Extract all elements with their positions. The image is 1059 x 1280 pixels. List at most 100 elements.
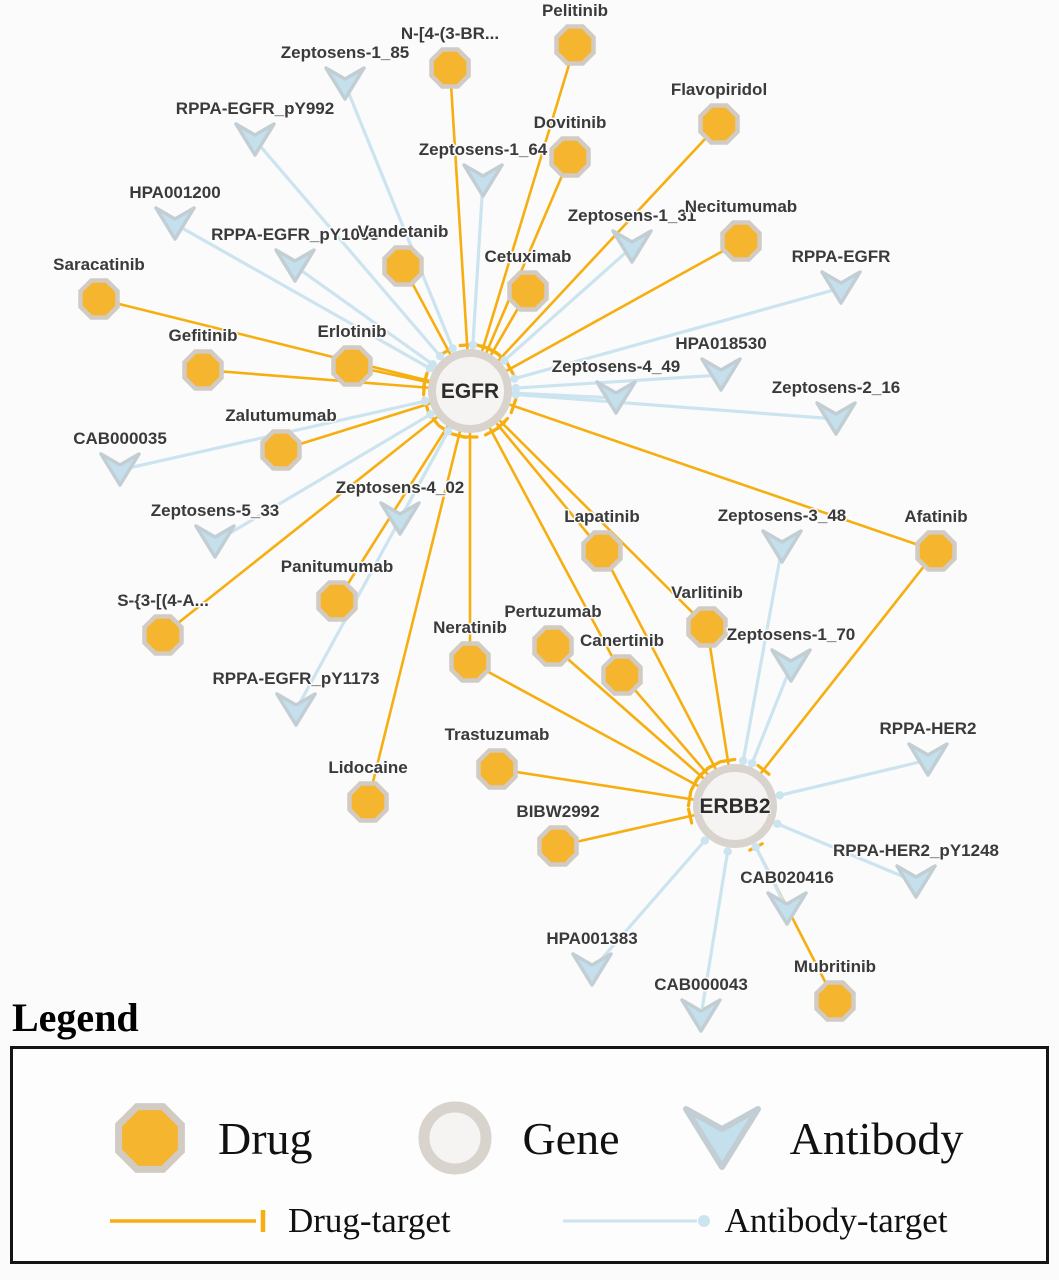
edge-tee-marker	[698, 764, 712, 778]
drug-node-necitumumab[interactable]	[720, 220, 762, 262]
node-label-zep4_02: Zeptosens-4_02	[336, 478, 465, 497]
legend-item-drug-target: Drug-target	[108, 1201, 451, 1241]
node-label-cetuximab: Cetuximab	[485, 247, 572, 266]
drug-node-lapatinib[interactable]	[581, 530, 623, 572]
node-label-rppa_egfr: RPPA-EGFR	[792, 247, 891, 266]
drug-node-vandetanib[interactable]	[382, 245, 424, 287]
node-label-zep3_48: Zeptosens-3_48	[718, 506, 847, 525]
node-label-zep1_70: Zeptosens-1_70	[727, 625, 856, 644]
legend-edge-row: Drug-target Antibody-target	[13, 1201, 1046, 1241]
drug-node-erlotinib[interactable]	[331, 345, 373, 387]
edge-drug-target-saracatinib-egfr	[98, 297, 471, 393]
edge-antibody-target-rppa_egfr-egfr	[469, 288, 834, 393]
antibody-node-rppa_her2_py1248[interactable]	[895, 864, 937, 899]
edge-drug-target-afatinib-erbb2	[733, 550, 938, 807]
node-label-dovitinib: Dovitinib	[534, 113, 607, 132]
drug-node-varlitinib[interactable]	[686, 606, 728, 648]
edge-dot-marker	[747, 759, 757, 768]
gene-icon	[418, 1101, 492, 1175]
node-label-hpa001383: HPA001383	[546, 929, 637, 948]
edge-tee-marker	[421, 373, 429, 390]
edge-antibody-target-zep2_16-egfr	[469, 389, 829, 420]
edge-tee-marker	[686, 790, 693, 808]
drug-node-canertinib[interactable]	[601, 654, 643, 696]
antibody-node-cab020416[interactable]	[766, 891, 808, 926]
edge-dot-marker	[426, 410, 435, 419]
antibody-node-zep1_31[interactable]	[611, 229, 653, 264]
drug-node-pelitinib[interactable]	[554, 24, 596, 66]
antibody-target-dot	[697, 1215, 710, 1227]
drug-node-flavopiridol[interactable]	[698, 103, 740, 145]
antibody-node-cab000035[interactable]	[99, 452, 141, 487]
drug-node-panitumumab[interactable]	[316, 580, 358, 622]
antibody-node-zep4_02[interactable]	[379, 501, 421, 536]
drug-node-pertuzumab[interactable]	[532, 625, 574, 667]
antibody-node-hpa018530[interactable]	[700, 357, 742, 392]
node-label-zep1_85: Zeptosens-1_85	[281, 43, 410, 62]
edge-dot-marker	[443, 427, 453, 436]
drug-icon	[115, 1103, 185, 1173]
edge-antibody-target-cab000035-egfr	[127, 389, 471, 470]
antibody-node-zep1_64[interactable]	[462, 163, 504, 198]
node-label-lapatinib: Lapatinib	[564, 507, 640, 526]
gene-node-egfr[interactable]	[428, 349, 512, 433]
antibody-node-zep1_70[interactable]	[770, 648, 812, 683]
drug-node-bibw2992[interactable]	[537, 825, 579, 867]
legend-label-gene: Gene	[522, 1112, 620, 1164]
legend-label-drug-target: Drug-target	[288, 1201, 451, 1240]
antibody-node-cab000043[interactable]	[680, 998, 722, 1033]
drug-node-afatinib[interactable]	[915, 530, 957, 572]
drug-node-cetuximab[interactable]	[507, 270, 549, 312]
drug-node-trastuzumab[interactable]	[476, 748, 518, 790]
legend-box: Drug Gene Antibody Dr	[10, 1046, 1049, 1264]
antibody-node-hpa001383[interactable]	[571, 952, 613, 987]
antibody-node-hpa001200[interactable]	[154, 206, 196, 241]
antibody-node-rppa_her2[interactable]	[907, 742, 949, 777]
antibody-target-line-icon	[562, 1215, 710, 1227]
node-label-bibw2992: BIBW2992	[516, 802, 599, 821]
antibody-node-rppa_egfr[interactable]	[820, 270, 862, 305]
drug-node-s34a[interactable]	[142, 614, 184, 656]
legend-label-drug: Drug	[218, 1112, 313, 1164]
node-label-cab000035: CAB000035	[73, 429, 167, 448]
gene-node-erbb2[interactable]	[693, 764, 777, 848]
antibody-node-rppa_egfr_py1173[interactable]	[275, 692, 317, 727]
edge-dot-marker	[468, 340, 478, 350]
antibody-node-rppa_egfr_py992[interactable]	[234, 122, 276, 157]
node-label-zep1_64: Zeptosens-1_64	[419, 140, 548, 159]
node-label-rppa_egfr_py1068: RPPA-EGFR_pY1068	[211, 225, 379, 244]
node-label-rppa_egfr_py992: RPPA-EGFR_pY992	[176, 99, 334, 118]
drug-node-gefitinib[interactable]	[182, 349, 224, 391]
edge-dot-marker	[500, 356, 509, 365]
legend-heading: Legend	[12, 995, 139, 1040]
antibody-node-zep3_48[interactable]	[761, 529, 803, 564]
edge-tee-marker	[505, 360, 516, 377]
node-label-trastuzumab: Trastuzumab	[445, 725, 550, 744]
edge-drug-target-s34a-egfr	[162, 389, 471, 637]
drug-node-neratinib[interactable]	[449, 641, 491, 683]
antibody-node-zep2_16[interactable]	[815, 401, 857, 436]
antibody-node-rppa_egfr_py1068[interactable]	[274, 248, 316, 283]
antibody-node-zep1_85[interactable]	[324, 66, 366, 101]
edge-dot-marker	[751, 842, 760, 852]
edge-tee-marker	[509, 397, 518, 415]
drug-node-dovitinib[interactable]	[549, 136, 591, 178]
antibody-icon	[682, 1106, 761, 1170]
drug-node-mubritinib[interactable]	[814, 980, 856, 1022]
edge-dot-marker	[510, 374, 519, 383]
node-label-varlitinib: Varlitinib	[671, 583, 743, 602]
drug-node-zalutumumab[interactable]	[260, 429, 302, 471]
drug-node-n43br[interactable]	[429, 47, 471, 89]
legend-label-antibody-target: Antibody-target	[724, 1201, 948, 1240]
node-label-pelitinib: Pelitinib	[542, 1, 608, 20]
edge-drug-target-necitumumab-egfr	[469, 239, 742, 393]
antibody-node-zep5_33[interactable]	[194, 524, 236, 559]
edge-marker-layer	[420, 340, 784, 856]
drug-node-saracatinib[interactable]	[78, 278, 120, 320]
antibody-node-zep4_49[interactable]	[595, 380, 637, 415]
edge-dot-marker	[448, 344, 457, 353]
edge-layer	[98, 44, 938, 1009]
legend-item-gene: Gene	[413, 1096, 620, 1180]
edge-dot-marker	[511, 390, 521, 399]
drug-node-lidocaine[interactable]	[347, 781, 389, 823]
